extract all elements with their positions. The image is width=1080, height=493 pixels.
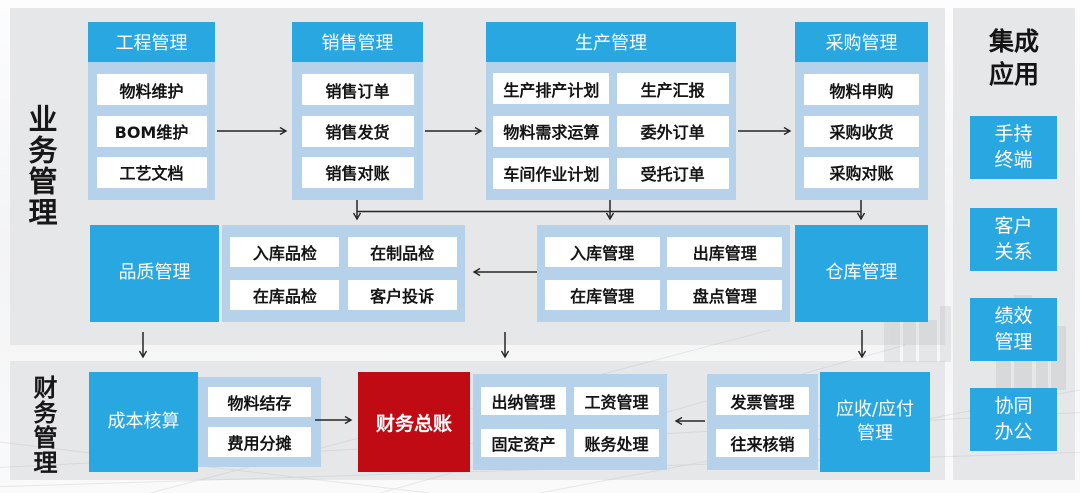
diagram-item: 销售对账 — [301, 156, 414, 188]
diagram-item: 出库管理 — [667, 237, 783, 268]
diagram-item: 物料申购 — [804, 74, 919, 106]
column-production-header: 生产管理 — [486, 22, 736, 62]
diagram-item: 入库管理 — [544, 237, 660, 268]
column-sales: 销售管理 销售订单 销售发货 销售对账 — [292, 22, 423, 200]
column-production-items: 生产排产计划 生产汇报 物料需求运算 委外订单 车间作业计划 受托订单 — [486, 62, 736, 200]
column-engineering-header: 工程管理 — [88, 22, 215, 62]
warehouse-box: 仓库管理 — [795, 225, 928, 322]
integration-app-crm: 客户关系 — [970, 208, 1057, 271]
integration-title-text: 集成应用 — [988, 27, 1039, 89]
warehouse-items-container: 入库管理 出库管理 在库管理 盘点管理 — [537, 225, 790, 322]
diagram-item: 账务处理 — [574, 428, 659, 457]
finance-section-label: 财务管理 — [29, 375, 57, 475]
diagram-item: 销售发货 — [301, 115, 414, 147]
diagram-item: 生产排产计划 — [493, 73, 610, 105]
business-section-label: 业务管理 — [24, 104, 58, 228]
diagram-item: 在库管理 — [544, 279, 660, 310]
integration-app-label: 手持终端 — [994, 122, 1033, 171]
diagram-item: 委外订单 — [616, 115, 729, 147]
integration-app-label: 绩效管理 — [994, 304, 1033, 353]
finance-ops-container: 出纳管理 工资管理 固定资产 账务处理 — [473, 374, 667, 470]
integration-title: 集成应用 — [953, 26, 1075, 91]
diagram-item: 车间作业计划 — [493, 157, 610, 189]
diagram-item: 在库品检 — [230, 279, 340, 310]
column-sales-header: 销售管理 — [292, 22, 423, 62]
column-purchasing: 采购管理 物料申购 采购收货 采购对账 — [795, 22, 928, 200]
diagram-item: 工资管理 — [574, 387, 659, 416]
diagram-item: 受托订单 — [616, 157, 729, 189]
column-engineering: 工程管理 物料维护 BOM维护 工艺文档 — [88, 22, 215, 200]
diagram-item: 物料维护 — [96, 74, 207, 106]
diagram-item: 生产汇报 — [616, 73, 729, 105]
integration-app-label: 协同办公 — [994, 394, 1033, 443]
cost-box: 成本核算 — [89, 372, 198, 472]
quality-box: 品质管理 — [90, 225, 219, 322]
column-purchasing-header: 采购管理 — [795, 22, 928, 62]
diagram-item: 往来核销 — [716, 428, 809, 457]
integration-app-performance: 绩效管理 — [970, 298, 1057, 361]
integration-app-office: 协同办公 — [970, 388, 1057, 451]
column-sales-items: 销售订单 销售发货 销售对账 — [292, 62, 423, 200]
invoice-items-container: 发票管理 往来核销 — [707, 374, 818, 470]
diagram-item: 费用分摊 — [208, 427, 311, 457]
diagram-item: 客户投诉 — [347, 279, 457, 310]
diagram-item: 销售订单 — [301, 74, 414, 106]
diagram-item: 物料结存 — [208, 387, 311, 417]
integration-app-label: 客户关系 — [994, 214, 1033, 263]
general-ledger-box: 财务总账 — [358, 372, 470, 472]
diagram-item: 出纳管理 — [481, 387, 566, 416]
column-purchasing-items: 物料申购 采购收货 采购对账 — [795, 62, 928, 200]
integration-app-handheld: 手持终端 — [970, 116, 1057, 179]
diagram-item: 入库品检 — [230, 237, 340, 268]
diagram-item: BOM维护 — [96, 115, 207, 147]
cost-items-container: 物料结存 费用分摊 — [198, 377, 321, 467]
diagram-item: 盘点管理 — [667, 279, 783, 310]
diagram-item: 在制品检 — [347, 237, 457, 268]
diagram-item: 采购收货 — [804, 115, 919, 147]
receivable-payable-label: 应收/应付管理 — [835, 398, 915, 444]
quality-items-container: 入库品检 在制品检 在库品检 客户投诉 — [222, 225, 465, 322]
diagram-item: 物料需求运算 — [493, 115, 610, 147]
diagram-item: 采购对账 — [804, 156, 919, 188]
diagram-item: 发票管理 — [716, 387, 809, 416]
diagram-item: 工艺文档 — [96, 156, 207, 188]
diagram-item: 固定资产 — [481, 428, 566, 457]
receivable-payable-box: 应收/应付管理 — [820, 372, 930, 472]
column-engineering-items: 物料维护 BOM维护 工艺文档 — [88, 62, 215, 200]
column-production: 生产管理 生产排产计划 生产汇报 物料需求运算 委外订单 车间作业计划 受托订单 — [486, 22, 736, 200]
